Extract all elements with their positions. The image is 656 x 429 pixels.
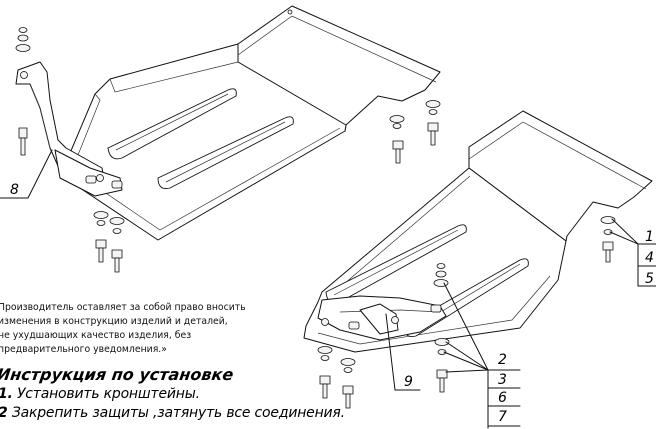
callout-1-4-5: 1 4 5 xyxy=(609,218,656,287)
instruction-step-2: 2 Закрепить защиты ,затянуть все соедине… xyxy=(0,405,345,421)
notice-line-4: предварительного уведомления.» xyxy=(0,344,167,355)
step-number: 2 xyxy=(0,405,8,421)
callout-label-1: 1 xyxy=(645,229,654,245)
left-skid-plate xyxy=(61,5,441,241)
manufacturer-notice: Производитель оставляет за собой право в… xyxy=(0,301,268,357)
notice-line-3: не ухудшающих качество изделия, без xyxy=(0,330,192,341)
instructions-title: Инструкция по установке xyxy=(0,365,235,384)
callout-8: 8 xyxy=(0,149,53,199)
callout-label-7: 7 xyxy=(498,409,507,425)
notice-line-2: изменения в конструкцию изделий и детале… xyxy=(0,316,228,327)
step-number: 1. xyxy=(0,386,13,402)
callout-label-2: 2 xyxy=(498,352,507,368)
callout-label-9: 9 xyxy=(404,374,413,390)
right-bracket xyxy=(317,295,447,341)
instruction-step-1: 1. Установить кронштейны. xyxy=(0,386,200,402)
callout-2-3-6-7: 2 3 6 7 xyxy=(443,282,521,429)
callout-label-5: 5 xyxy=(645,271,654,287)
callout-label-6: 6 xyxy=(498,390,507,406)
left-bracket xyxy=(15,61,123,197)
left-fasteners xyxy=(15,27,441,273)
callout-label-3: 3 xyxy=(498,372,507,388)
step-text: Установить кронштейны. xyxy=(16,386,200,402)
notice-line-1: Производитель оставляет за собой право в… xyxy=(0,302,246,313)
callout-label-8: 8 xyxy=(10,182,19,198)
callout-9: 9 xyxy=(385,313,421,391)
left-slot-1 xyxy=(107,88,237,160)
step-text: Закрепить защиты ,затянуть все соединени… xyxy=(11,405,345,421)
callout-label-4: 4 xyxy=(645,250,654,266)
